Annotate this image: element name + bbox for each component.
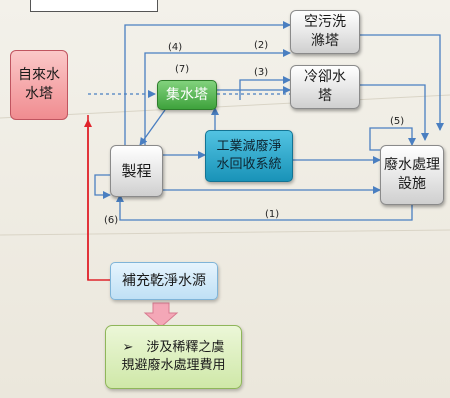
- note-box: ➢ 涉及稀釋之虞 規避廢水處理費用: [105, 325, 242, 389]
- down-arrow-icon: [143, 302, 179, 328]
- air-scrubber-node: 空污洗 滌塔: [290, 10, 360, 54]
- replenish-source-node: 補充乾淨水源: [110, 262, 218, 300]
- label-2: (2): [254, 40, 269, 51]
- decor-line: [0, 229, 450, 236]
- decor-line: [0, 94, 450, 119]
- label-7: (7): [175, 64, 190, 75]
- flow-cooling-to-wastewater: [360, 84, 429, 141]
- label-3: (3): [254, 67, 269, 78]
- label-6: (6): [104, 215, 119, 226]
- label-4: (4): [168, 42, 183, 53]
- bus-top: [124, 21, 291, 145]
- wastewater-facility-node: 廢水處理 設施: [380, 145, 444, 205]
- industrial-recovery-node: 工業減廢淨 水回收系統: [205, 130, 293, 182]
- replenish-line: [87, 115, 110, 281]
- top-empty-box: [30, 0, 158, 12]
- flow-7-down: [139, 109, 166, 146]
- tap-water-tower-node: 自來水 水塔: [10, 50, 68, 120]
- flow-1-return: [116, 194, 413, 221]
- label-5: (5): [390, 116, 405, 127]
- flow-3-line: [239, 76, 291, 100]
- flow-6-loop: [94, 174, 111, 199]
- flow-scrubber-to-wastewater: [360, 34, 444, 131]
- process-node: 製程: [110, 145, 163, 197]
- label-1: (1): [265, 209, 280, 220]
- collection-tower-node: 集水塔: [157, 80, 217, 110]
- flow-2-line: [144, 49, 291, 145]
- flow-5-loop: [369, 127, 416, 151]
- cooling-tower-node: 冷卻水 塔: [290, 65, 360, 109]
